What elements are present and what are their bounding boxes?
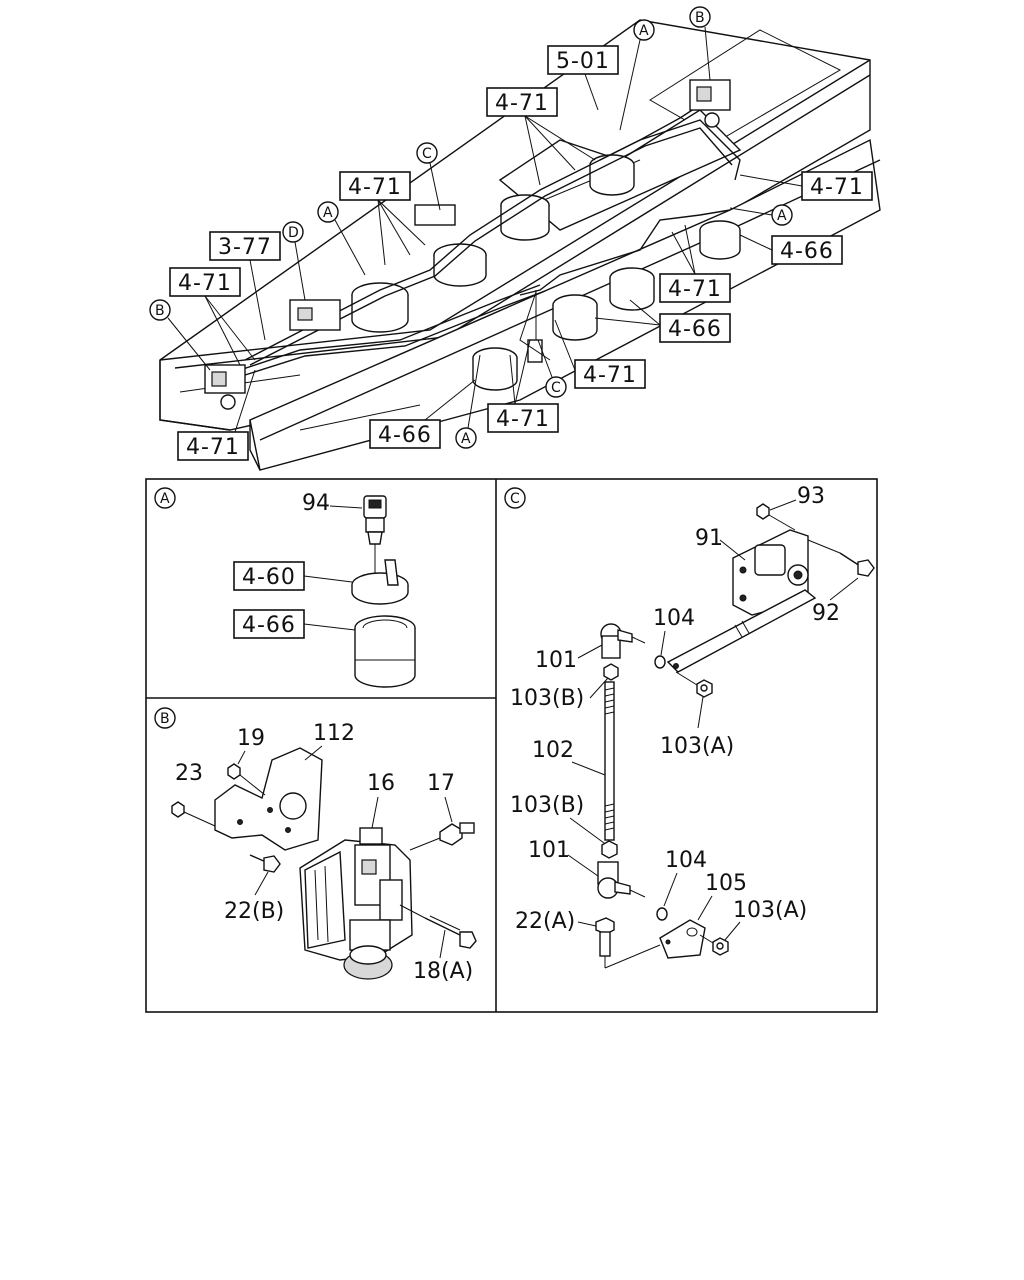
panel-c-marker: C xyxy=(510,491,520,507)
marker-c-top: C xyxy=(422,146,432,162)
callout-4-71-right: 4-71 xyxy=(810,175,864,200)
part-23: 23 xyxy=(175,761,203,786)
part-91: 91 xyxy=(695,526,723,551)
part-94: 94 xyxy=(302,491,330,516)
callout-4-71-left: 4-71 xyxy=(178,271,232,296)
callout-4-71-botleft: 4-71 xyxy=(186,435,240,460)
part-103b-lower: 103(B) xyxy=(510,793,584,818)
part-16: 16 xyxy=(367,771,395,796)
marker-c-bot: C xyxy=(551,380,561,396)
part-4-66: 4-66 xyxy=(242,613,296,638)
part-101-lower: 101 xyxy=(528,838,570,863)
part-4-60: 4-60 xyxy=(242,565,296,590)
part-103b-upper: 103(B) xyxy=(510,686,584,711)
part-18a: 18(A) xyxy=(413,959,473,984)
part-101-upper: 101 xyxy=(535,648,577,673)
marker-a-bot: A xyxy=(461,431,471,447)
part-105: 105 xyxy=(705,871,747,896)
callout-4-71-r2: 4-71 xyxy=(668,277,722,302)
callout-3-77: 3-77 xyxy=(218,235,272,260)
panel-b-marker: B xyxy=(160,711,170,727)
marker-b-left: B xyxy=(155,303,165,319)
part-103a-upper: 103(A) xyxy=(660,734,734,759)
panel-b: B 112 19 23 22(B) 16 xyxy=(154,707,477,984)
callout-4-71-r3: 4-71 xyxy=(583,363,637,388)
part-104-lower: 104 xyxy=(665,848,707,873)
part-104-upper: 104 xyxy=(653,606,695,631)
callout-4-71-top: 4-71 xyxy=(495,91,549,116)
marker-d: D xyxy=(288,225,299,241)
part-19: 19 xyxy=(237,726,265,751)
part-93: 93 xyxy=(797,484,825,509)
part-17: 17 xyxy=(427,771,455,796)
rod-threads xyxy=(604,687,615,831)
callout-4-66-right: 4-66 xyxy=(780,239,834,264)
callout-4-66-bot: 4-66 xyxy=(378,423,432,448)
overview-markers: A B C A D B A C A xyxy=(149,6,793,449)
marker-a-right: A xyxy=(777,208,787,224)
part-102: 102 xyxy=(532,738,574,763)
detail-frame xyxy=(145,478,878,1013)
overview-callouts: 5-01 4-71 4-71 4-71 3-77 4-71 4-66 4-71 xyxy=(169,45,873,461)
callout-4-71-mid: 4-71 xyxy=(348,175,402,200)
height-control-valves xyxy=(204,79,731,410)
callout-5-01: 5-01 xyxy=(556,49,610,74)
panel-a-marker: A xyxy=(160,491,170,507)
panel-a: A 94 4-60 4-66 xyxy=(154,487,416,688)
air-lines xyxy=(239,104,741,376)
callout-box-5-01 xyxy=(547,45,619,75)
part-103a-lower: 103(A) xyxy=(733,898,807,923)
part-22a: 22(A) xyxy=(515,909,575,934)
marker-a-top: A xyxy=(639,23,649,39)
part-22b: 22(B) xyxy=(224,899,284,924)
part-92: 92 xyxy=(812,601,840,626)
part-112: 112 xyxy=(313,721,355,746)
callout-4-66-r2: 4-66 xyxy=(668,317,722,342)
panel-c: C 91 93 92 103(A) 104 xyxy=(504,484,875,969)
marker-b-top: B xyxy=(695,10,705,26)
marker-a-mid: A xyxy=(323,205,333,221)
callout-4-71-bot: 4-71 xyxy=(496,407,550,432)
air-spring-tanks xyxy=(351,154,741,391)
